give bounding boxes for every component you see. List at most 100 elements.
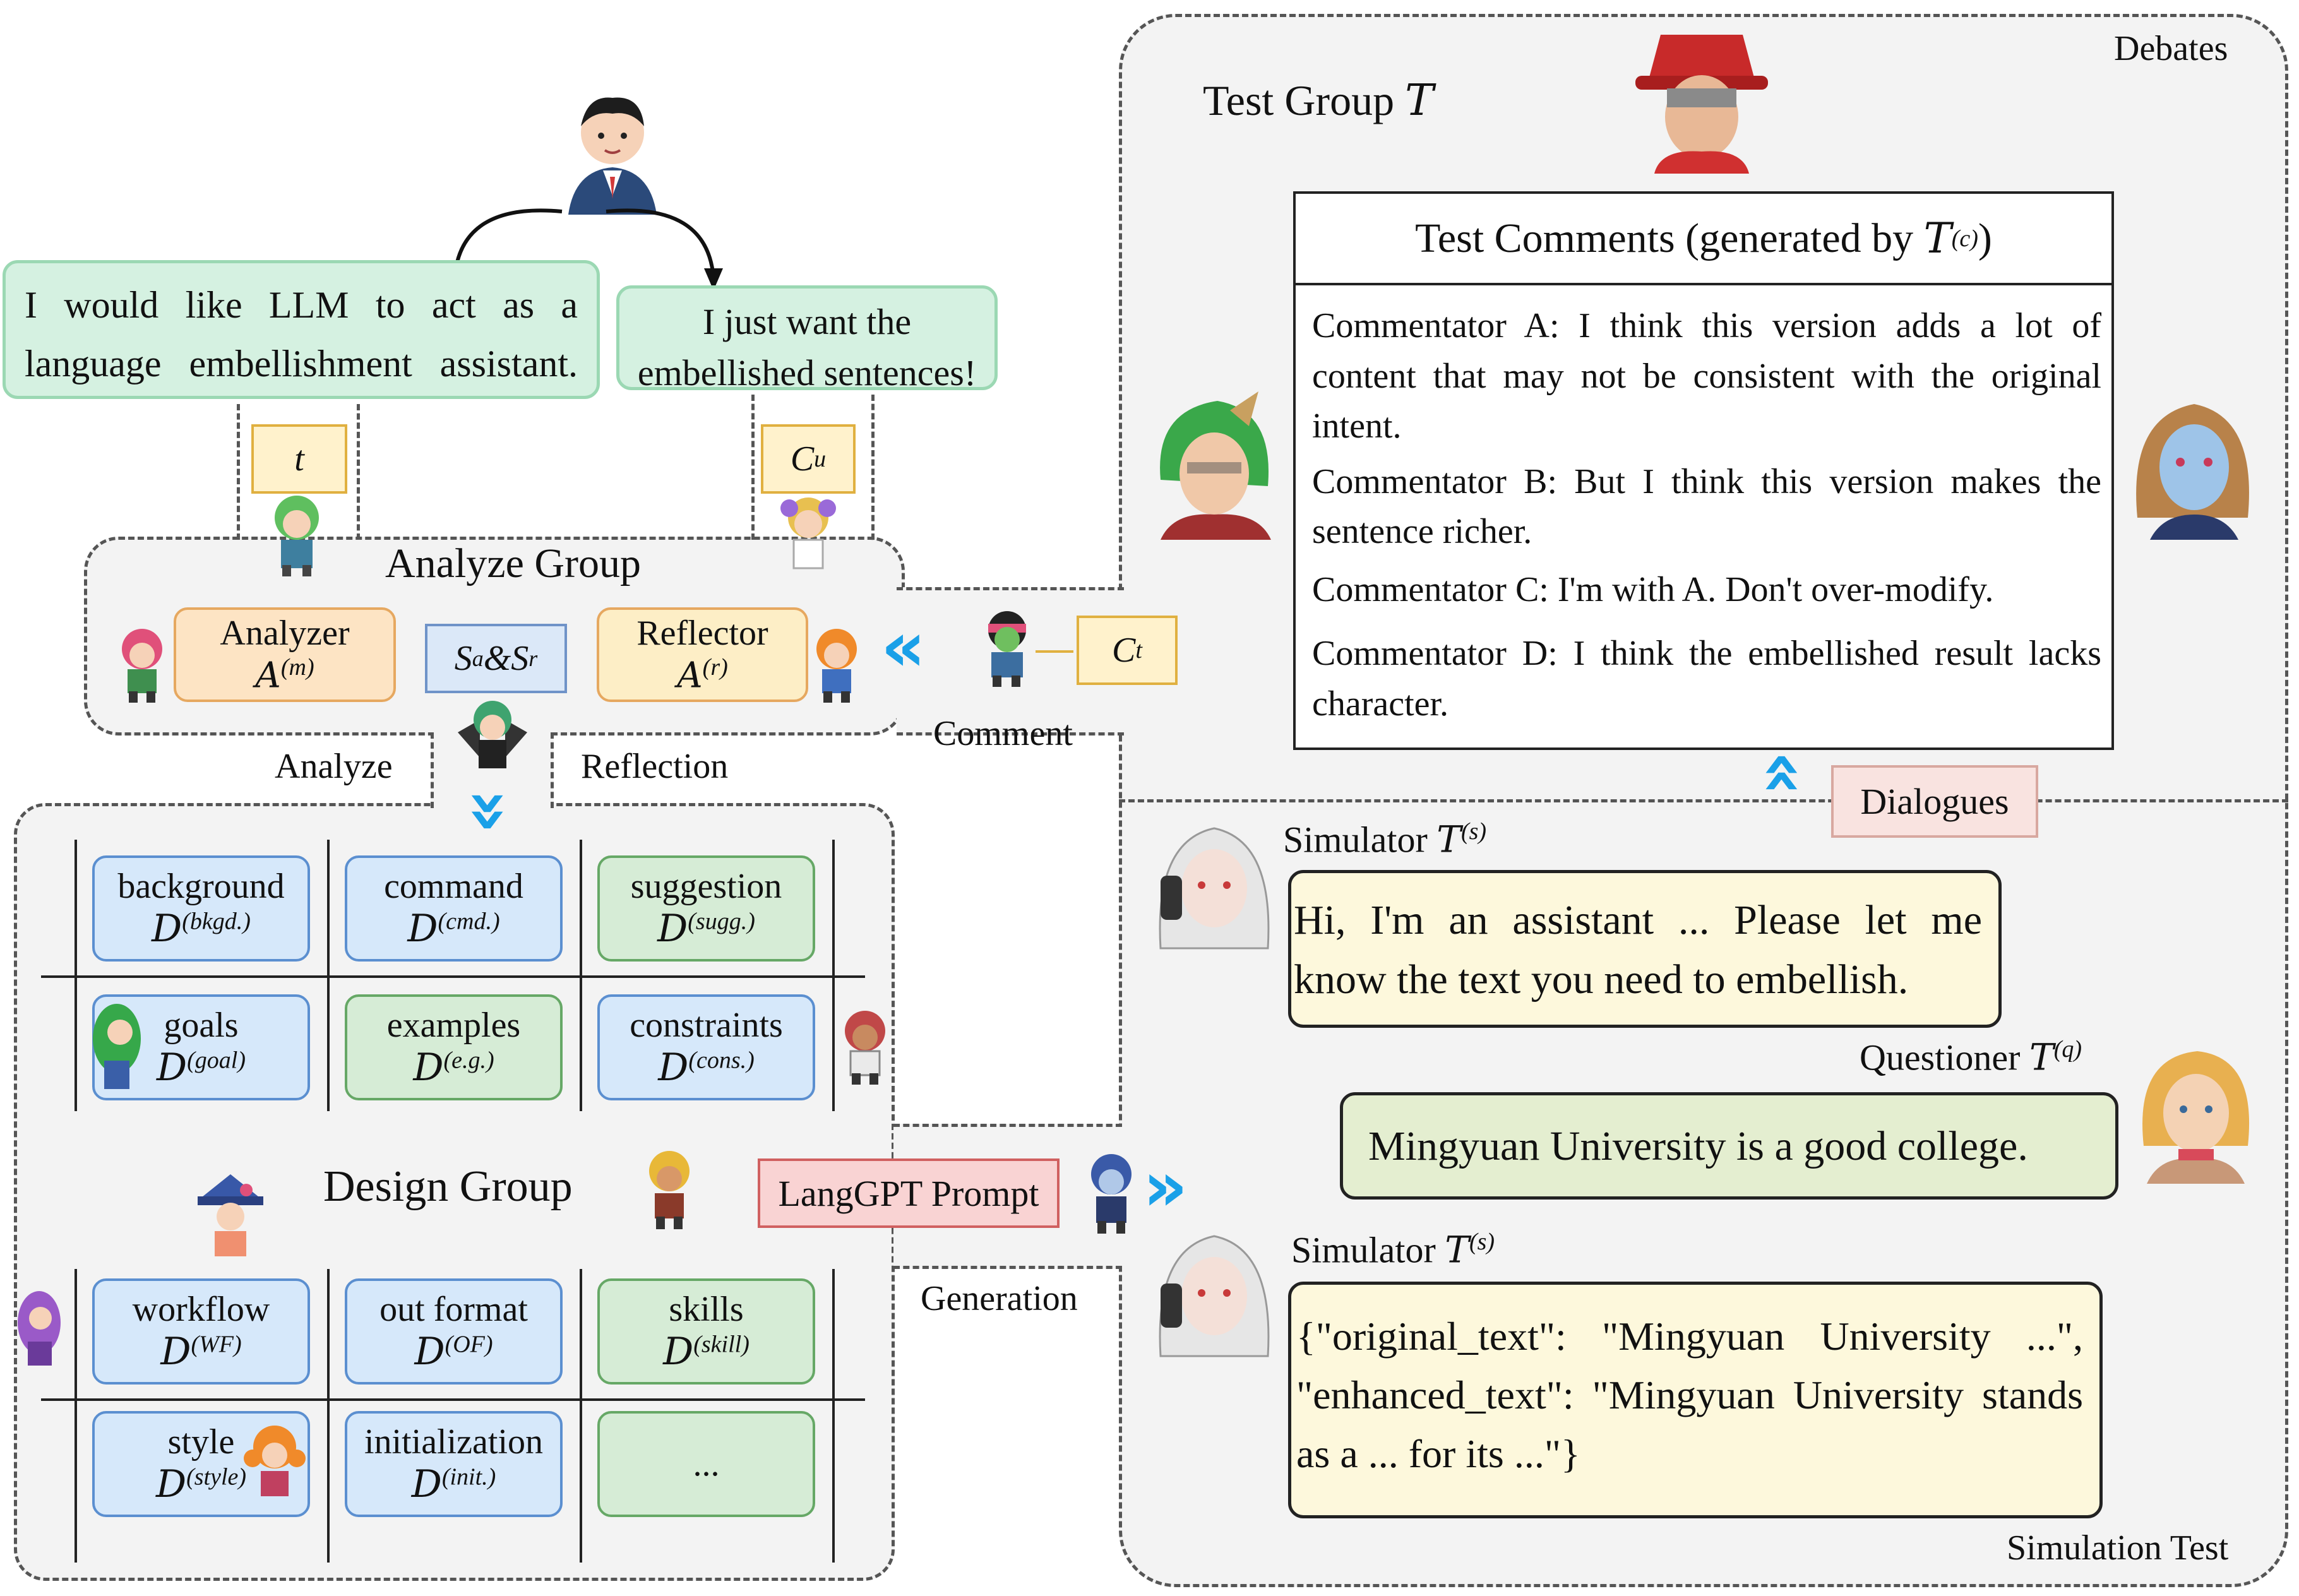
design-group-title: Design Group — [323, 1162, 573, 1211]
test-sim-divider — [1119, 799, 2288, 802]
down-chevron-icon: » — [450, 789, 532, 834]
tag-ct-text: C — [1112, 631, 1136, 670]
analyze-box-label: constraints — [630, 1006, 783, 1045]
design-box-label: skills — [669, 1290, 744, 1330]
user-speech-right: I just want the embellished sentences! — [616, 285, 998, 394]
design--box: ... — [597, 1411, 815, 1517]
analyze-box-sup: (cmd.) — [438, 908, 500, 935]
analyzer-box: Analyzer A(m) — [174, 607, 396, 702]
character-purple-hair-icon — [18, 1291, 61, 1366]
character-blonde-icon — [649, 1151, 690, 1229]
character-blue-armor-icon — [1091, 1154, 1132, 1234]
tag-cu-text: C — [790, 439, 815, 479]
questioner-label-text: Questioner — [1860, 1037, 2021, 1078]
analyze-box-sup: (goal) — [187, 1047, 246, 1074]
analyzer-symbol: A — [255, 655, 281, 696]
design-box-sup: (WF) — [191, 1331, 242, 1358]
design-box-symbol: D(init.) — [411, 1462, 496, 1506]
character-goblin-icon — [988, 611, 1026, 687]
simulator-message-1-text: Hi, I'm an assistant ... Please let me k… — [1294, 897, 1982, 1003]
ct-connector — [1036, 650, 1073, 653]
design-box-label: workflow — [132, 1290, 270, 1330]
character-green-long-hair-icon — [93, 1004, 141, 1089]
comment-d: Commentator D: I think the embellished r… — [1312, 634, 2101, 724]
simulator-label-1: Simulator T(s) — [1283, 818, 1486, 861]
dialogues-text: Dialogues — [1860, 781, 2009, 822]
tag-t: t — [251, 424, 347, 494]
grid-vline-1 — [75, 840, 77, 1111]
reflector-sup: (r) — [702, 653, 728, 681]
dialogues-tag: Dialogues — [1831, 765, 2038, 838]
design-box-symbol: D(style) — [155, 1462, 247, 1506]
analyze-box-label: goals — [164, 1006, 239, 1045]
analyze-box-sup: (e.g.) — [443, 1047, 494, 1074]
analyze-box-symbol: D(cmd.) — [407, 907, 499, 951]
analyze-label: Analyze — [275, 747, 393, 786]
character-red-hat-portrait-icon — [1635, 35, 1768, 174]
generation-chevron-icon: » — [1143, 1146, 1188, 1227]
reflector-label: Reflector — [636, 614, 768, 653]
tag-sr-sub: r — [528, 646, 538, 671]
questioner-portrait-icon — [2142, 1051, 2250, 1184]
design-hline — [41, 1398, 865, 1401]
design-box-d-symbol: D — [155, 1462, 187, 1506]
simulator-label-2: Simulator T(s) — [1291, 1228, 1495, 1271]
comment-chevron-icon: « — [881, 606, 926, 687]
comments-header-text: Test Comments (generated by — [1415, 215, 1914, 261]
analyzer-label: Analyzer — [220, 614, 350, 653]
connector-t-left — [237, 404, 240, 540]
analyze-box-symbol: D(sugg.) — [657, 907, 755, 951]
design-box-sup: (init.) — [441, 1463, 496, 1491]
analyze-box-symbol: D(e.g.) — [413, 1045, 494, 1090]
analyze-box-sup: (sugg.) — [688, 908, 755, 935]
simulator-label-2-text: Simulator — [1291, 1229, 1436, 1271]
analyze-box-symbol: D(goal) — [157, 1045, 246, 1090]
simulator-portrait-icon-1 — [1159, 827, 1270, 950]
design-box-label: initialization — [364, 1422, 544, 1462]
grid-vline-2 — [327, 840, 330, 1111]
design-box-symbol: D(WF) — [160, 1330, 241, 1374]
connector-bridge-line-bottom — [897, 732, 1124, 735]
tag-sa-sub: a — [472, 646, 484, 671]
character-dark-winged-icon — [458, 701, 527, 768]
design-vline-3 — [580, 1269, 582, 1563]
design-vline-4 — [832, 1269, 835, 1563]
comments-header-sup: (c) — [1951, 225, 1978, 252]
character-orange-hair-icon — [816, 629, 857, 703]
design-box-label: ... — [693, 1444, 720, 1484]
questioner-message-text: Mingyuan University is a good college. — [1368, 1123, 2028, 1169]
simulator-label-1-text: Simulator — [1283, 819, 1428, 861]
simulator-label-1-sup: (s) — [1460, 818, 1487, 845]
analyze-box-sup: (cons.) — [688, 1047, 755, 1074]
langgpt-prompt-tag: LangGPT Prompt — [758, 1158, 1060, 1228]
design-box-label: out format — [379, 1290, 528, 1330]
user-avatar — [568, 97, 657, 215]
simulation-test-label: Simulation Test — [2007, 1528, 2229, 1568]
analyze-box-label: background — [117, 867, 285, 907]
character-fairy-icon — [780, 497, 836, 569]
character-pink-hair-icon — [122, 629, 162, 703]
user-speech-right-text: I just want the embellished sentences! — [637, 301, 977, 394]
analyze-box-d-symbol: D — [657, 906, 688, 951]
comments-header-close: ) — [1978, 215, 1992, 261]
analyze-box-label: command — [384, 867, 523, 907]
test-group-title-text: Test Group — [1203, 76, 1395, 124]
design-box-d-symbol: D — [411, 1462, 442, 1506]
design-box-sup: (style) — [186, 1463, 247, 1491]
design-box-sup: (OF) — [445, 1331, 493, 1358]
design-box-symbol: D(OF) — [414, 1330, 493, 1374]
comments-list: Commentator A: I think this version adds… — [1312, 301, 2101, 729]
up-chevron-icon: » — [1737, 751, 1818, 796]
comment-b: Commentator B: But I think this version … — [1312, 462, 2101, 552]
character-orange-pigtails-icon — [244, 1426, 306, 1496]
tag-sa: S — [454, 639, 472, 678]
connector-t-right — [357, 404, 360, 540]
connector-bridge-line-top — [897, 587, 1124, 590]
character-blue-skin-portrait-icon — [2136, 404, 2249, 540]
user-speech-left-text: I would like LLM to act as a language em… — [25, 284, 578, 384]
